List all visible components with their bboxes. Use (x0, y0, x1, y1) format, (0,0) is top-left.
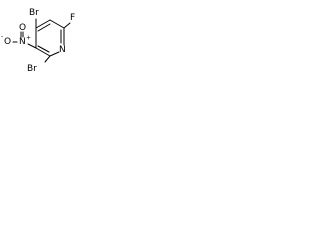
bond-n1-c2 (49, 51, 60, 57)
bond-c2-c3 (35, 47, 51, 57)
fluorine-label: F (70, 13, 75, 23)
bond-c5-c6 (49, 19, 65, 29)
chemical-structure: Br F N + O - O Br N (1, 8, 75, 74)
bond-c3-nitro (27, 43, 37, 49)
bond-c2-c3-double (37, 45, 50, 53)
substituent-bonds (12, 18, 71, 63)
ring-nitrogen-label: N (59, 45, 66, 55)
bond-c4-c5-double (37, 23, 51, 32)
ring-bonds (35, 19, 65, 57)
atom-labels: Br F N + O - O Br N (1, 8, 75, 74)
nitro-plus-charge: + (26, 35, 31, 42)
nitro-oxygen-top-label: O (19, 23, 26, 33)
bond-c4-c5 (35, 19, 51, 29)
bromine-label-top: Br (29, 8, 39, 18)
bromine-label-bottom: Br (27, 64, 37, 74)
bond-c2-br (44, 55, 51, 63)
nitro-oxygen-left-label: O (4, 37, 11, 47)
bond-c5-f (63, 22, 71, 29)
oxygen-minus-charge: - (1, 34, 3, 41)
nitro-nitrogen-label: N (19, 37, 26, 47)
